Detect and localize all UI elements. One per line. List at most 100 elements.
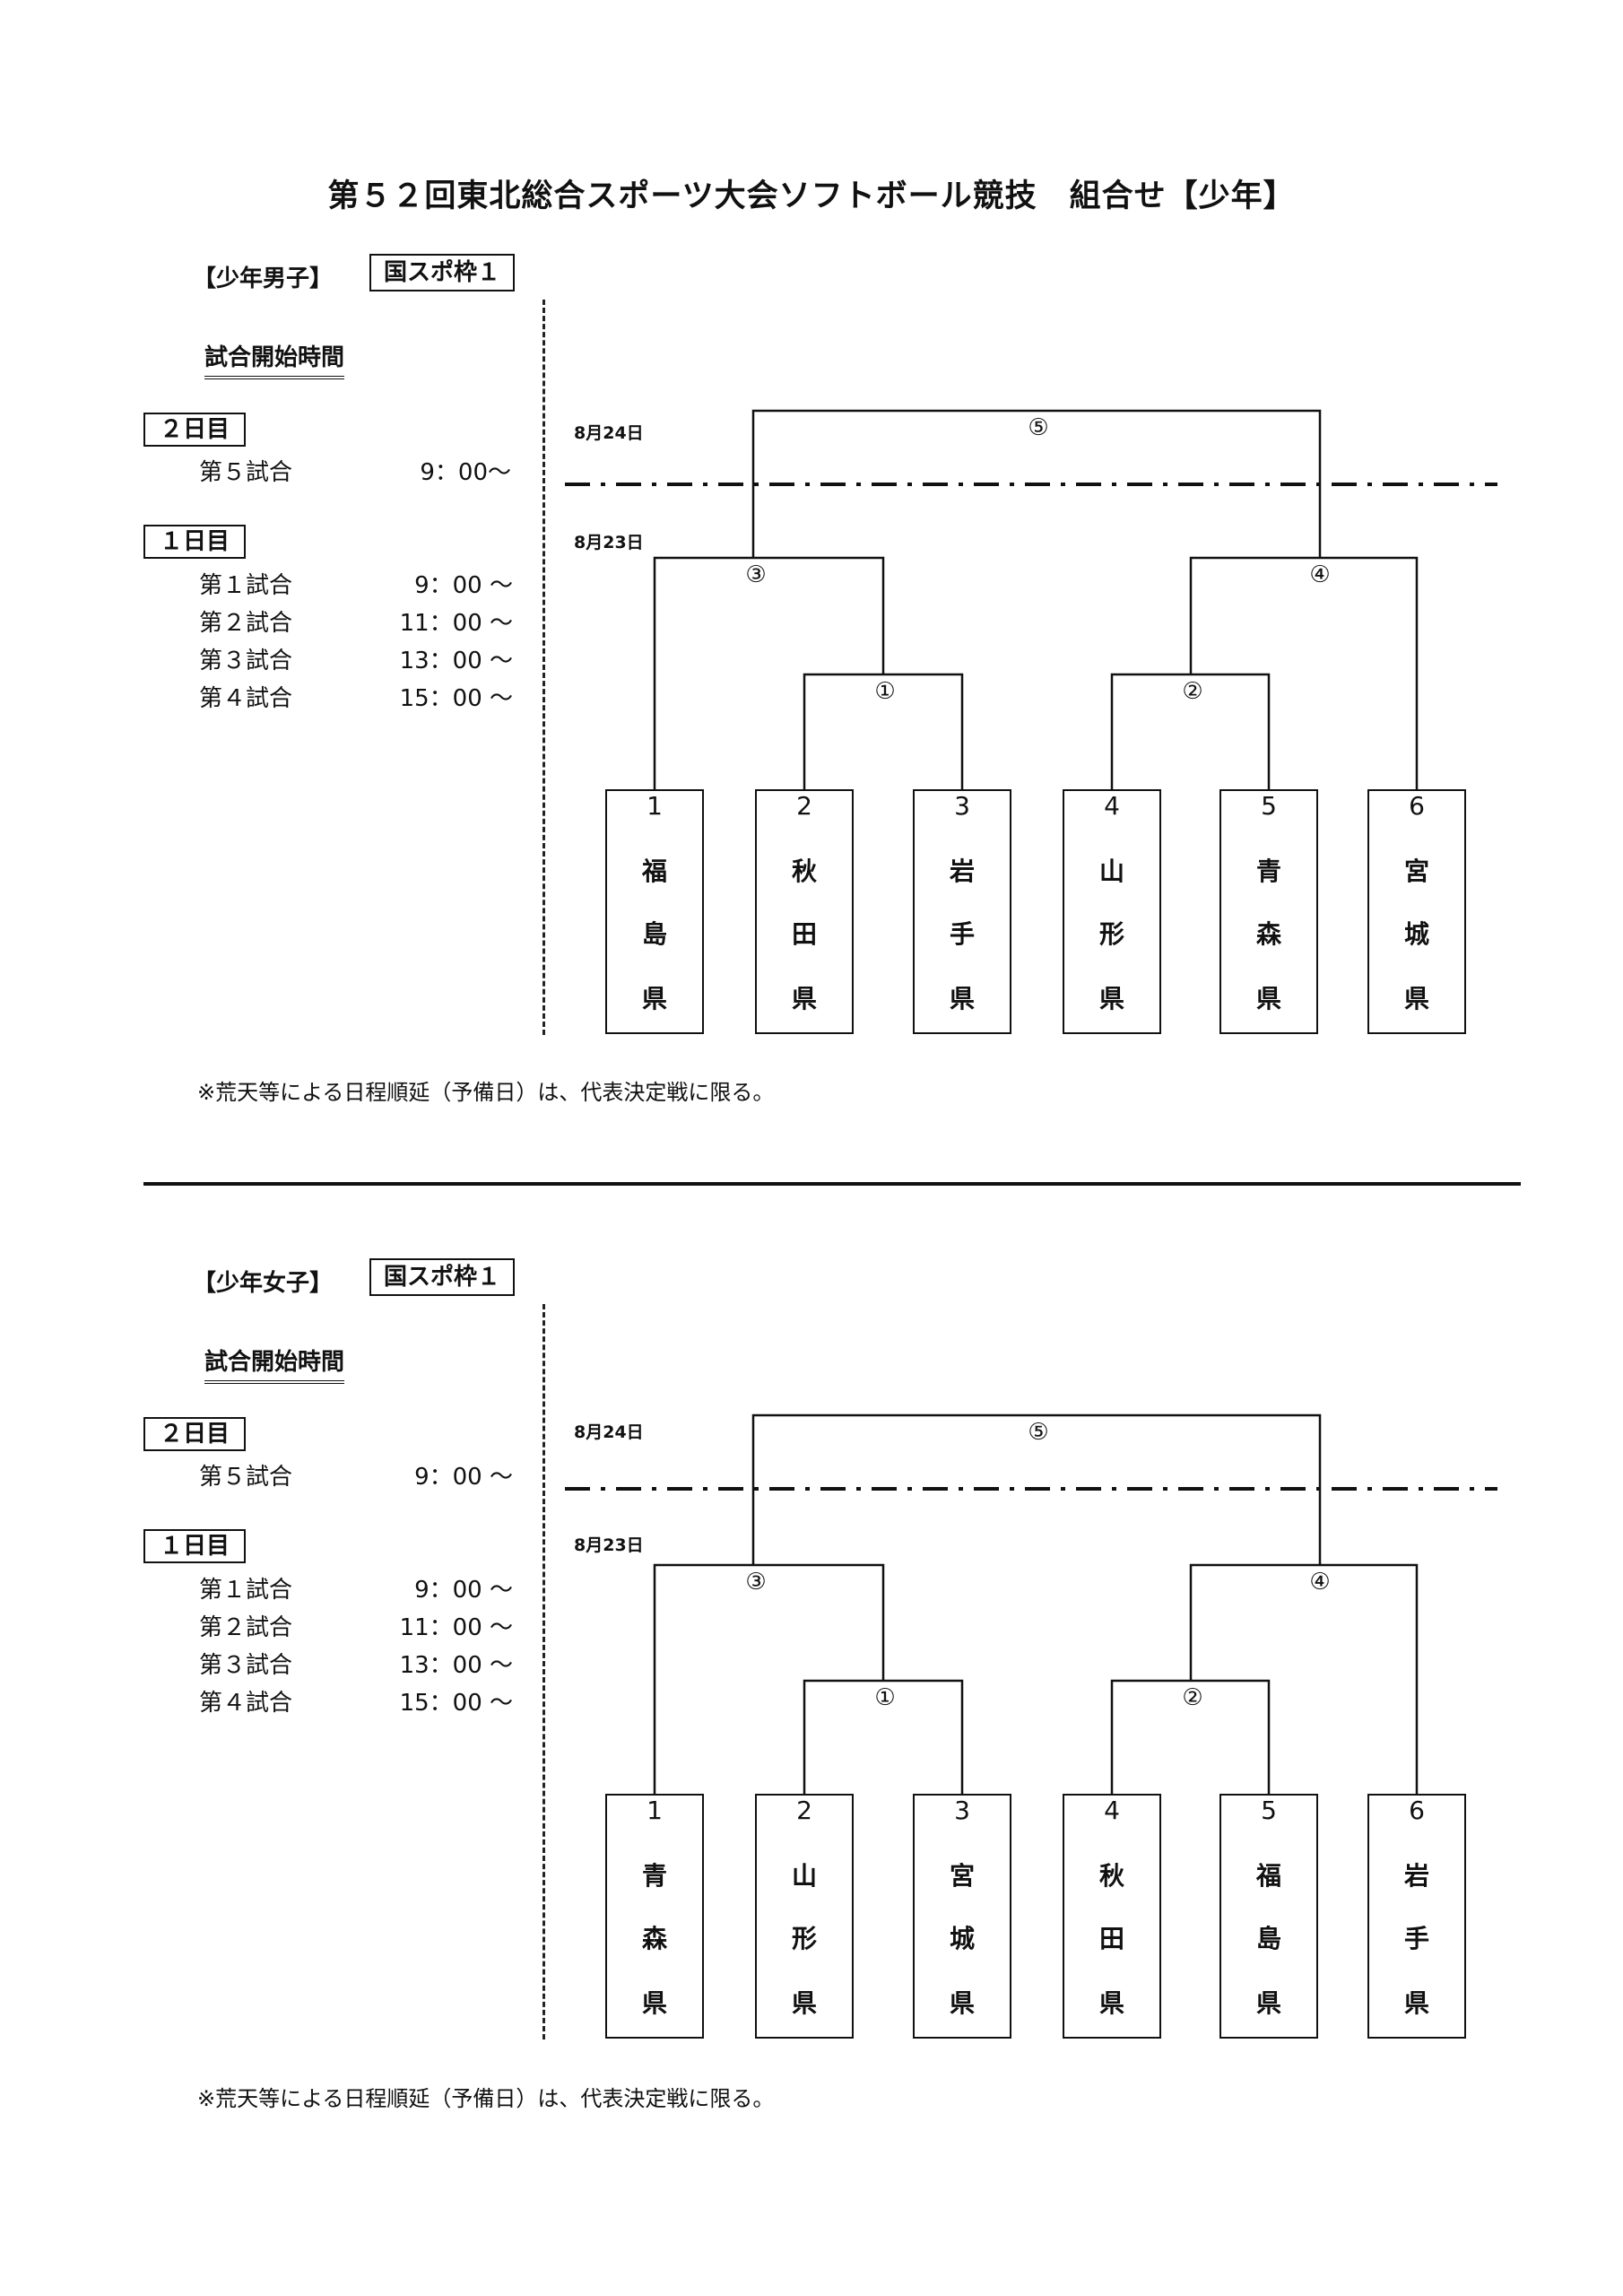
match-2-time: 11：00 ～	[399, 610, 513, 637]
match-4-label: 第４試合	[199, 1690, 293, 1717]
team-name-char: 山	[791, 1861, 817, 1891]
match3-bracket-line	[653, 1563, 885, 1794]
team-name-char: 福	[641, 857, 667, 886]
page-title: 第５２回東北総合スポーツ大会ソフトボール競技 組合せ【少年】	[327, 178, 1296, 214]
team-box: 4 山 形 県	[1063, 789, 1161, 1034]
team-seed: 5	[1261, 1796, 1277, 1825]
tournament-bracket	[565, 409, 1497, 789]
team-name-char: 秋	[1098, 1861, 1124, 1891]
team-name-char: 山	[1098, 857, 1124, 886]
team-name-char: 県	[791, 984, 817, 1013]
team-box: 2 山 形 県	[755, 1794, 854, 2039]
postponement-notice: ※荒天等による日程順延（予備日）は、代表決定戦に限る。	[197, 1080, 775, 1105]
team-name-char: 形	[791, 1924, 817, 1953]
team-seed: 1	[647, 1796, 663, 1825]
category-label: 【少年女子】	[193, 1270, 334, 1297]
team-name-char: 青	[1255, 857, 1281, 886]
team-seed: 2	[796, 791, 812, 821]
match-5-time: 9：00 ～	[414, 1464, 513, 1491]
team-name-char: 城	[949, 1924, 975, 1953]
team-name-char: 県	[791, 1988, 817, 2018]
team-seed: 5	[1261, 791, 1277, 821]
team-seed: 3	[954, 791, 970, 821]
match-number-1: ①	[874, 678, 896, 705]
day2-label: ２日目	[143, 413, 246, 447]
final-bracket-line	[751, 1413, 1322, 1565]
match-2-time: 11：00 ～	[399, 1614, 513, 1641]
match-1-time: 9：00 ～	[414, 572, 513, 599]
team-name-char: 県	[1403, 984, 1429, 1013]
match-number-3: ③	[745, 561, 767, 588]
team-box: 5 福 島 県	[1219, 1794, 1318, 2039]
team-name-char: 福	[1255, 1861, 1281, 1891]
team-seed: 2	[796, 1796, 812, 1825]
team-box: 6 宮 城 県	[1367, 789, 1466, 1034]
team-name-char: 県	[1255, 1988, 1281, 2018]
team-seed: 4	[1104, 1796, 1120, 1825]
team-box: 4 秋 田 県	[1063, 1794, 1161, 2039]
schedule-divider	[542, 1304, 545, 2039]
final-bracket-line	[751, 409, 1322, 558]
tournament-bracket	[565, 1413, 1497, 1794]
match-1-label: 第１試合	[199, 1577, 293, 1604]
team-name-char: 県	[641, 984, 667, 1013]
match1-bracket-line	[803, 673, 964, 789]
team-name-char: 島	[641, 919, 667, 949]
team-box: 2 秋 田 県	[755, 789, 854, 1034]
section-divider	[143, 1182, 1521, 1186]
match-5-label: 第５試合	[199, 1464, 293, 1491]
match-3-label: 第３試合	[199, 1652, 293, 1679]
match-5-time: 9：00～	[420, 459, 511, 486]
team-box: 6 岩 手 県	[1367, 1794, 1466, 2039]
match-4-time: 15：00 ～	[399, 685, 513, 712]
match-3-label: 第３試合	[199, 648, 293, 674]
match-3-time: 13：00 ～	[399, 648, 513, 674]
team-name-char: 県	[949, 1988, 975, 2018]
team-seed: 1	[647, 791, 663, 821]
match4-bracket-line	[1189, 1563, 1419, 1794]
match-5-label: 第５試合	[199, 459, 293, 486]
team-box: 3 岩 手 県	[913, 789, 1011, 1034]
team-seed: 6	[1409, 791, 1425, 821]
match-number-2: ②	[1182, 1684, 1203, 1711]
team-box: 3 宮 城 県	[913, 1794, 1011, 2039]
team-seed: 4	[1104, 791, 1120, 821]
day2-label: ２日目	[143, 1417, 246, 1451]
match-4-label: 第４試合	[199, 685, 293, 712]
team-name-char: 田	[791, 919, 817, 949]
match-number-5: ⑤	[1028, 1419, 1049, 1446]
match1-bracket-line	[803, 1679, 964, 1794]
postponement-notice: ※荒天等による日程順延（予備日）は、代表決定戦に限る。	[197, 2086, 775, 2111]
match-1-label: 第１試合	[199, 572, 293, 599]
team-name-char: 森	[641, 1924, 667, 1953]
team-seed: 6	[1409, 1796, 1425, 1825]
match-3-time: 13：00 ～	[399, 1652, 513, 1679]
team-name-char: 宮	[1403, 857, 1429, 886]
team-name-char: 県	[641, 1988, 667, 2018]
day1-label: １日目	[143, 525, 246, 559]
start-time-heading: 試合開始時間	[204, 1344, 345, 1384]
match-2-label: 第２試合	[199, 610, 293, 637]
team-box: 1 青 森 県	[605, 1794, 704, 2039]
team-name-char: 県	[949, 984, 975, 1013]
team-name-char: 岩	[949, 857, 975, 886]
day1-label: １日目	[143, 1529, 246, 1563]
match-1-time: 9：00 ～	[414, 1577, 513, 1604]
team-name-char: 島	[1255, 1924, 1281, 1953]
team-name-char: 森	[1255, 919, 1281, 949]
team-box: 1 福 島 県	[605, 789, 704, 1034]
team-name-char: 県	[1403, 1988, 1429, 2018]
match-number-2: ②	[1182, 678, 1203, 705]
match4-bracket-line	[1189, 556, 1419, 789]
date-day2: 8月24日	[574, 1422, 644, 1442]
team-name-char: 岩	[1403, 1861, 1429, 1891]
match2-bracket-line	[1110, 673, 1271, 789]
team-name-char: 秋	[791, 857, 817, 886]
team-name-char: 田	[1098, 1924, 1124, 1953]
team-name-char: 手	[949, 919, 975, 949]
team-name-char: 手	[1403, 1924, 1429, 1953]
team-name-char: 青	[641, 1861, 667, 1891]
match-number-1: ①	[874, 1684, 896, 1711]
match2-bracket-line	[1110, 1679, 1271, 1794]
date-day1: 8月23日	[574, 533, 644, 552]
